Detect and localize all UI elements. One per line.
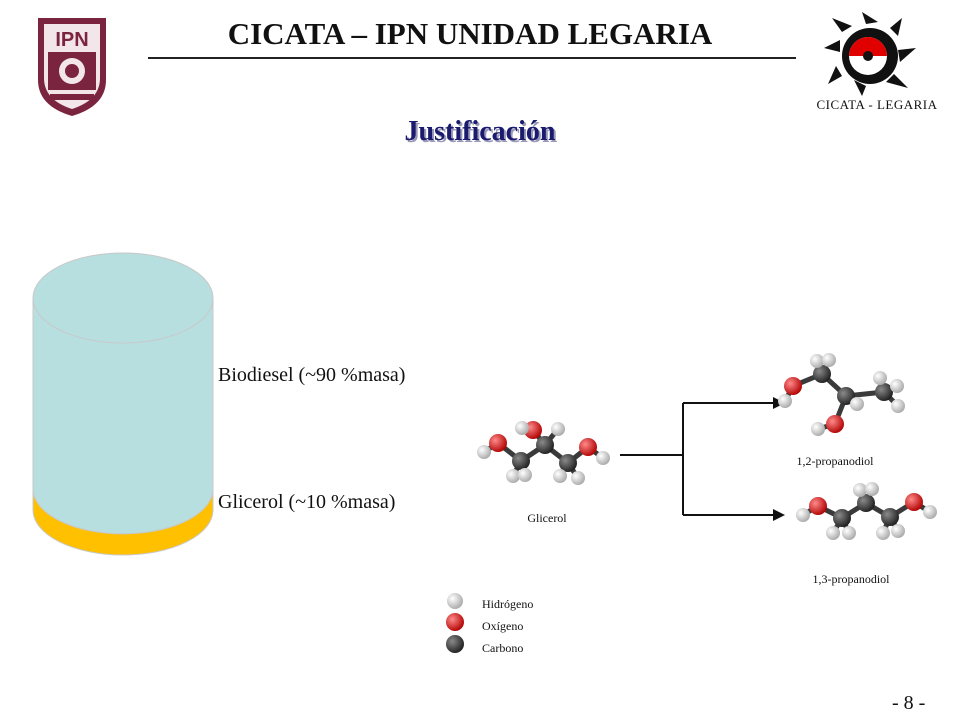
legend-hydrogen-ball xyxy=(447,593,463,609)
hydrogen-atom xyxy=(810,354,824,368)
carbon-atom xyxy=(536,436,554,454)
reaction-arrows xyxy=(620,402,775,516)
legend-carbon-label: Carbono xyxy=(482,641,524,655)
separation-tank xyxy=(32,252,214,556)
hydrogen-atom xyxy=(876,526,890,540)
hydrogen-atom xyxy=(891,399,905,413)
hydrogen-atom xyxy=(518,468,532,482)
hydrogen-atom xyxy=(778,394,792,408)
carbon-atom xyxy=(881,508,899,526)
carbon-atom xyxy=(837,387,855,405)
hydrogen-atom xyxy=(822,353,836,367)
hydrogen-atom xyxy=(506,469,520,483)
carbon-atom xyxy=(813,365,831,383)
hydrogen-atom xyxy=(891,524,905,538)
legend-hydrogen-label: Hidrógeno xyxy=(482,597,534,611)
propanediol-1-3-molecule xyxy=(796,482,937,540)
hydrogen-atom xyxy=(596,451,610,465)
oxygen-atom xyxy=(905,493,923,511)
oxygen-atom xyxy=(784,377,802,395)
arrow-head-lower xyxy=(773,509,785,521)
biodiesel-label: Biodiesel (~90 %masa) xyxy=(218,364,406,386)
glycerol-phase-label: Glicerol (~10 %masa) xyxy=(218,491,396,513)
tank-top xyxy=(32,252,214,344)
carbon-atom xyxy=(857,494,875,512)
hydrogen-atom xyxy=(873,371,887,385)
hydrogen-atom xyxy=(551,422,565,436)
cicata-logo xyxy=(824,12,916,96)
header-title: CICATA – IPN UNIDAD LEGARIA xyxy=(227,16,713,51)
hydrogen-atom xyxy=(853,483,867,497)
slide-title: Justificación xyxy=(404,116,556,147)
carbon-atom xyxy=(875,383,893,401)
hydrogen-atom xyxy=(842,526,856,540)
hydrogen-atom xyxy=(923,505,937,519)
ipn-logo-text: IPN xyxy=(55,29,88,51)
hydrogen-atom xyxy=(477,445,491,459)
header-divider xyxy=(148,57,796,59)
hydrogen-atom xyxy=(553,469,567,483)
hydrogen-atom xyxy=(850,397,864,411)
ipn-logo: IPN xyxy=(38,18,106,116)
hydrogen-atom xyxy=(826,526,840,540)
carbon-atom xyxy=(833,509,851,527)
carbon-atom xyxy=(559,454,577,472)
product-label-1-2: 1,2-propanodiol xyxy=(796,454,874,468)
hydrogen-atom xyxy=(865,482,879,496)
oxygen-atom xyxy=(809,497,827,515)
hydrogen-atom xyxy=(811,422,825,436)
carbon-atom xyxy=(512,452,530,470)
legend-oxygen-label: Oxígeno xyxy=(482,619,524,633)
cicata-caption: CICATA - LEGARIA xyxy=(816,97,938,112)
propanediol-1-2-molecule xyxy=(778,353,905,436)
glycerol-molecule xyxy=(477,421,610,485)
legend-oxygen-ball xyxy=(446,613,464,631)
oxygen-atom xyxy=(489,434,507,452)
oxygen-atom xyxy=(579,438,597,456)
oxygen-atom xyxy=(826,415,844,433)
hydrogen-atom xyxy=(515,421,529,435)
legend-carbon-ball xyxy=(446,635,464,653)
hydrogen-atom xyxy=(796,508,810,522)
biodiesel-phase xyxy=(32,297,214,535)
hydrogen-atom xyxy=(890,379,904,393)
product-label-1-3: 1,3-propanodiol xyxy=(812,572,890,586)
page-number: - 8 - xyxy=(892,692,926,714)
hydrogen-atom xyxy=(571,471,585,485)
reactant-label: Glicerol xyxy=(527,511,567,525)
